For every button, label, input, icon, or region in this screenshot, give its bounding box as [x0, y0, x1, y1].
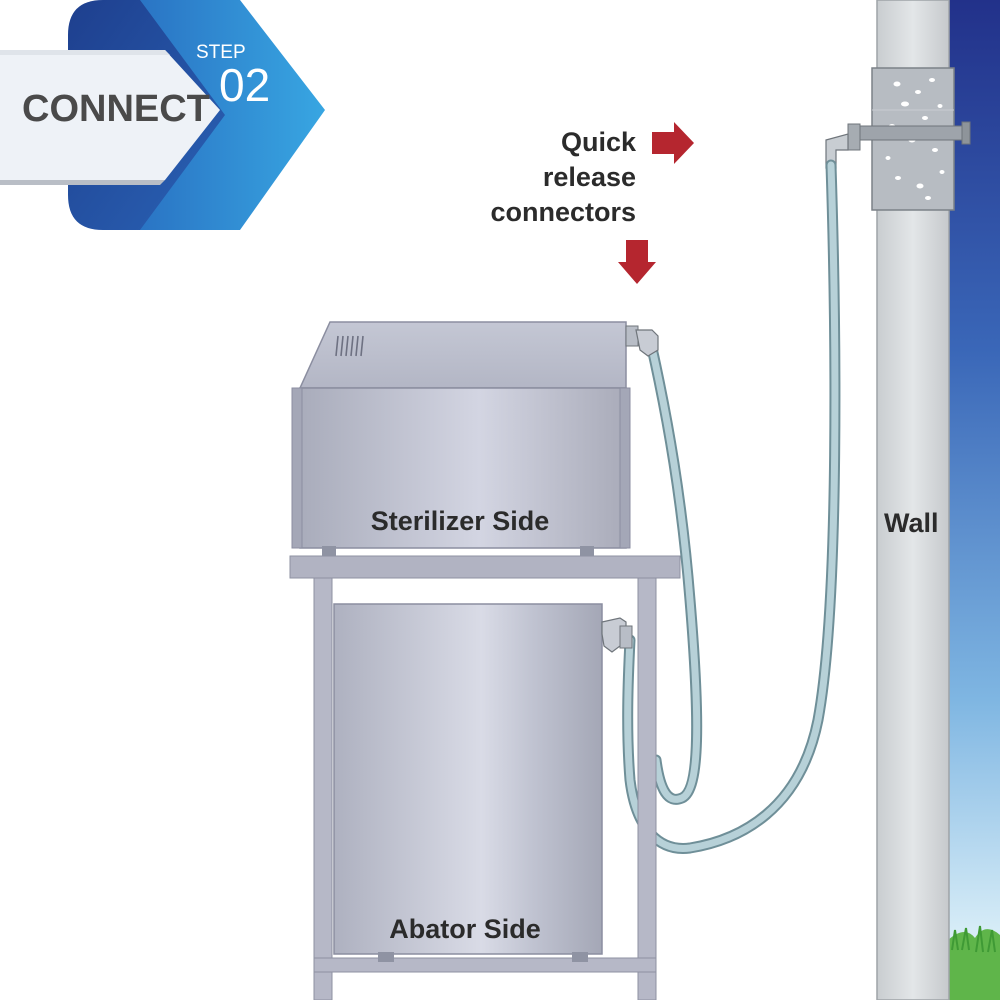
sky-strip: [948, 0, 1000, 1000]
step-action-label: CONNECT: [22, 88, 210, 130]
step-label: STEP: [196, 42, 246, 63]
hose-lines: [622, 159, 841, 854]
quick-release-line-3: connectors: [490, 197, 636, 227]
abator-side-label: Abator Side: [389, 914, 541, 944]
quick-release-line-1: Quick: [560, 127, 636, 157]
arrow-down-icon: [618, 240, 656, 284]
step-badge: [0, 0, 325, 230]
abator-unit: [333, 603, 633, 962]
arrow-right-icon: [652, 122, 694, 164]
sterilizer-unit: [291, 321, 659, 556]
wall-connector: [825, 67, 971, 211]
quick-release-line-2: release: [542, 162, 636, 192]
quick-release-label: Quick release connectors: [470, 125, 636, 230]
sterilizer-side-label: Sterilizer Side: [370, 506, 550, 536]
vent-icon: [335, 335, 364, 357]
step-number: 02: [219, 59, 271, 111]
stand-table: [289, 555, 681, 1000]
wall-label: Wall: [884, 508, 939, 538]
